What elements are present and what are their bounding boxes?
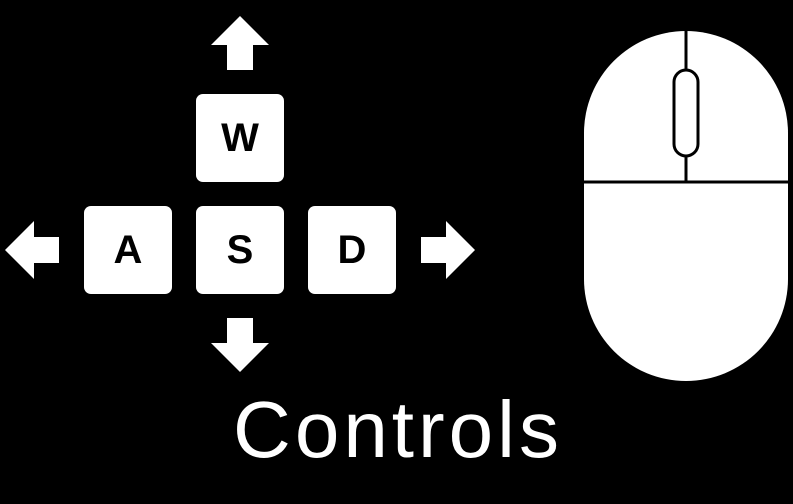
key-w: W: [196, 94, 284, 182]
key-a: A: [84, 206, 172, 294]
mouse-icon: [583, 30, 789, 382]
arrow-right-icon: [415, 219, 477, 281]
arrow-up-icon: [209, 14, 271, 76]
key-d: D: [308, 206, 396, 294]
arrow-down-icon: [209, 314, 271, 376]
controls-title: Controls: [233, 385, 563, 474]
arrow-left-icon: [3, 219, 65, 281]
key-s: S: [196, 206, 284, 294]
